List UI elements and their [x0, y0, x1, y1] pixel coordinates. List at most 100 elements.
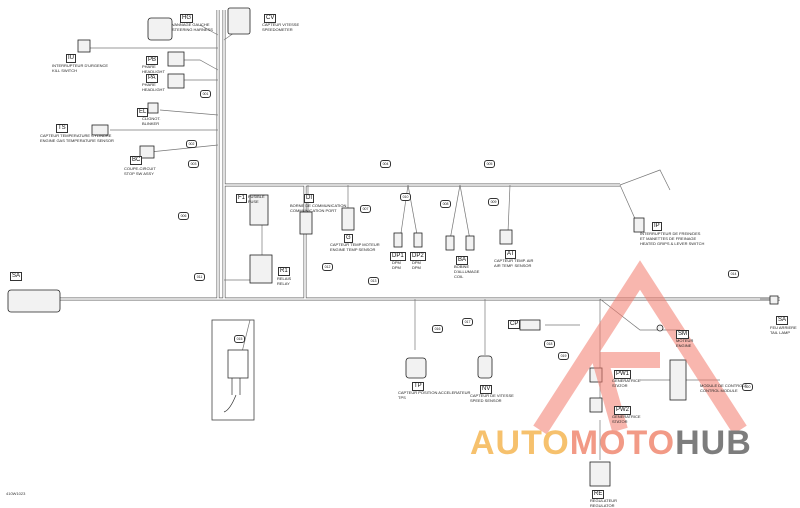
ts-connector: [91, 124, 109, 136]
ba-code: BA: [456, 256, 469, 265]
pa-label: PHARE HEADLIGHT: [142, 82, 165, 92]
dp1-connector: [393, 232, 403, 248]
ref-bubble: 017: [462, 318, 473, 326]
ip-code: IP: [652, 222, 662, 231]
ref-bubble: 008: [440, 200, 451, 208]
iu-connector: [77, 39, 91, 53]
el-code: EL: [137, 108, 149, 117]
pb-connector: [167, 51, 185, 67]
ts-code: TS: [56, 124, 68, 133]
cp-connector: [519, 319, 541, 331]
ref-bubble: 009: [488, 198, 499, 206]
pa-code: PA: [146, 74, 158, 83]
sm-code: SM: [676, 330, 689, 339]
at-code: AT: [505, 250, 517, 259]
ref-bubble: 001: [200, 90, 211, 98]
cv-connector: [227, 7, 251, 35]
ts-label: CAPTEUR TEMPERATURE CYLINDRE ENGINE GAS …: [40, 133, 114, 143]
re-label: REGULATEUR REGULATOR: [590, 498, 618, 508]
dp2-connector: [413, 232, 423, 248]
re-code: RE: [592, 490, 605, 499]
bc-label: COUPE-CIRCUIT STOP SW ASSY: [124, 166, 156, 176]
tp-label: CAPTEUR POSITION ACCELERATEUR TPS: [398, 390, 471, 400]
ref-bubble: 002: [186, 140, 197, 148]
bc-code: BC: [130, 156, 143, 165]
dp2-code: DP2: [410, 252, 426, 261]
re-connector: [589, 461, 611, 487]
watermark-part-moto: MOTO: [569, 424, 676, 462]
r1-label: RELAIS RELAY: [277, 276, 292, 286]
sa-left-code: SA: [10, 272, 23, 281]
watermark-text: AUTOMOTOHUB: [470, 424, 752, 463]
f1-label: FUSIBLE FUSE: [248, 194, 265, 204]
ref-bubble: 011: [194, 273, 205, 281]
watermark-logo: [533, 260, 747, 435]
hg-connector: [147, 17, 173, 41]
ip-connector: [633, 217, 645, 233]
relay-detail-box: [211, 319, 255, 421]
nv-label: CAPTEUR DE VITESSE SPEED SENSOR: [470, 393, 514, 403]
nv-connector: [477, 355, 493, 379]
iu-code: IU: [66, 54, 76, 63]
sm-label: MOTEUR ENGINE: [676, 338, 694, 348]
pw2-code: PW2: [614, 406, 632, 415]
tp-connector: [405, 357, 427, 379]
ref-bubble: 018: [544, 340, 555, 348]
watermark-part-auto: AUTO: [470, 424, 570, 462]
pw1-code: PW1: [614, 370, 632, 379]
pw1-label: GENERATRICE STATOR: [612, 378, 641, 388]
g-code: G: [344, 234, 353, 243]
sa-right-connector: [769, 295, 779, 305]
ref-bubble: 013: [368, 277, 379, 285]
cv-code: CV: [264, 14, 277, 23]
dp2-label: DPM DPM: [412, 260, 421, 270]
ref-bubble: 014: [728, 270, 739, 278]
sa-left-connector: [7, 289, 61, 313]
nv-code: NV: [480, 385, 493, 394]
hg-code: HG: [180, 14, 193, 23]
ip-label: INTERRUPTEUR DE FREIN/DES ET MANETTES DE…: [640, 231, 705, 246]
bc-connector: [139, 145, 155, 159]
di-label: BORNE DE COMMUNICATION COMMUNICATION POR…: [290, 203, 347, 213]
cp-code: CP: [508, 320, 521, 329]
iu-label: INTERRUPTEUR D'URGENCE KILL SWITCH: [52, 63, 109, 73]
ref-bubble: 003: [188, 160, 199, 168]
ba-connector: [445, 235, 455, 251]
ref-bubble: 019: [558, 352, 569, 360]
ba-connector-2: [465, 235, 475, 251]
el-connector: [147, 102, 159, 114]
dp1-label: DPM DPM: [392, 260, 401, 270]
ref-bubble: 010: [400, 193, 411, 201]
hg-label: VANNAGE GAUCHE STEERING HARNESS: [172, 22, 213, 32]
ba-label: BOBINE D'ALLUMAGE COIL: [454, 264, 480, 279]
ref-bubble: 007: [360, 205, 371, 213]
pw2-label: GENERATRICE STATOR: [612, 414, 641, 424]
ref-bubble: 006: [178, 212, 189, 220]
watermark-part-hub: HUB: [675, 424, 752, 462]
f1-code: F1: [236, 194, 248, 203]
r1-code: R1: [278, 267, 290, 276]
di-code: DI: [304, 194, 314, 203]
ref-bubble: 015: [234, 335, 245, 343]
ref-bubble: 016: [432, 325, 443, 333]
r1-relay: [249, 254, 273, 284]
drawing-reference: 410W1023: [6, 491, 26, 496]
g-label: CAPTEUR TEMP MOTEUR ENGINE TEMP SENSOR: [330, 242, 380, 252]
ref-bubble: 005: [484, 160, 495, 168]
module-connector: [669, 359, 687, 401]
pa-connector: [167, 73, 185, 89]
at-connector: [499, 229, 513, 245]
g-connector: [341, 207, 355, 231]
pw2-connector: [589, 397, 603, 413]
el-label: CLIGNOT. BLINKER: [142, 116, 161, 126]
at-label: CAPTEUR TEMP. AIR AIR TEMP. SENSOR: [494, 258, 534, 268]
sm-ground: [656, 324, 664, 332]
ref-bubble: 020: [742, 383, 753, 391]
dp1-code: DP1: [390, 252, 406, 261]
cv-label: CAPTEUR VITESSE SPEEDOMETER: [262, 22, 300, 32]
module-label: MODULE DE CONTROLE CONTROL MODULE: [700, 383, 748, 393]
tp-code: TP: [412, 382, 424, 391]
sa-right-code: SA: [776, 316, 789, 325]
connector-shapes: [7, 7, 779, 487]
pb-label: PHARE HEADLIGHT: [142, 64, 165, 74]
